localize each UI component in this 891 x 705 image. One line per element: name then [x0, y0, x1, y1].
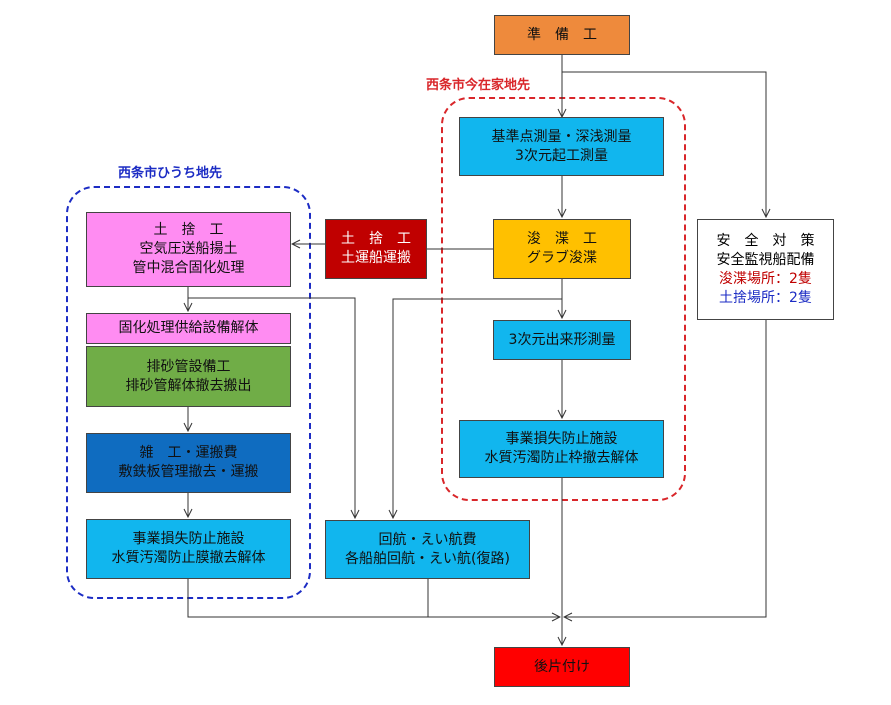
node-dosha-center: 土 捨 工土運船運搬	[325, 219, 427, 279]
node-junbiko: 準 備 工	[494, 15, 630, 55]
node-anzen-line: 土捨場所：2隻	[719, 289, 812, 306]
region-hiuchi-label: 西条市ひうち地先	[118, 166, 223, 181]
node-koka-kyokyu-line: 固化処理供給設備解体	[118, 320, 259, 336]
node-haisa: 排砂管設備工排砂管解体撤去搬出	[86, 346, 291, 407]
node-dosha-left-line: 管中混合固化処理	[132, 260, 245, 276]
node-kijunten: 基準点測量・深浅測量 3次元起工測量	[459, 117, 664, 176]
node-kijunten-line: 3次元起工測量	[515, 147, 608, 164]
node-jigyo-left-line: 事業損失防止施設	[132, 531, 245, 547]
edge-shunsetsu-kaiko	[393, 298, 562, 518]
edge-junbiko-anzen	[562, 71, 766, 217]
node-anzen-line: 安 全 対 策	[716, 232, 815, 249]
node-haisa-line: 排砂管解体撤去搬出	[125, 377, 252, 394]
region-imazaike-label: 西条市今在家地先	[426, 78, 531, 93]
node-shunsetsu-line: 浚 渫 工	[527, 231, 597, 247]
node-atokatazuke-line: 後片付け	[534, 658, 590, 675]
edge-jigyo-left-atokatazuke	[187, 579, 560, 617]
node-kaiko: 回航・えい航費各船舶回航・えい航(復路)	[325, 520, 530, 579]
node-anzen-line: 安全監視船配備	[716, 251, 815, 268]
node-dosha-left: 土 捨 工空気圧送船揚土管中混合固化処理	[86, 212, 291, 287]
node-dekigata: 3次元出来形測量	[493, 320, 631, 360]
node-anzen: 安 全 対 策安全監視船配備浚渫場所：2隻土捨場所：2隻	[697, 219, 834, 320]
node-shunsetsu-line: グラブ浚渫	[527, 250, 597, 266]
edge-dosha-left-kaiko	[188, 297, 355, 518]
node-jigyo-right: 事業損失防止施設水質汚濁防止枠撤去解体	[459, 420, 664, 478]
node-dosha-left-line: 土 捨 工	[153, 222, 224, 238]
node-junbiko-line: 準 備 工	[527, 26, 597, 43]
node-koka-kyokyu: 固化処理供給設備解体	[86, 313, 291, 344]
node-anzen-line: 浚渫場所：2隻	[719, 270, 812, 287]
node-jigyo-right-line: 水質汚濁防止枠撤去解体	[484, 450, 639, 466]
node-dekigata-line: 3次元出来形測量	[508, 331, 616, 348]
node-zakko: 雑 工・運搬費敷鉄板管理撤去・運搬	[86, 433, 291, 493]
node-dosha-center-line: 土 捨 工	[341, 231, 411, 247]
node-kaiko-line: 各船舶回航・えい航(復路)	[345, 550, 510, 567]
node-zakko-line: 敷鉄板管理撤去・運搬	[118, 464, 259, 480]
node-jigyo-right-line: 事業損失防止施設	[505, 431, 618, 447]
node-haisa-line: 排砂管設備工	[146, 358, 231, 375]
node-dosha-center-line: 土運船運搬	[341, 250, 411, 266]
node-jigyo-left-line: 水質汚濁防止膜撤去解体	[111, 550, 266, 566]
node-kijunten-line: 基準点測量・深浅測量	[491, 128, 632, 145]
node-jigyo-left: 事業損失防止施設水質汚濁防止膜撤去解体	[86, 519, 291, 579]
node-kaiko-line: 回航・えい航費	[378, 531, 477, 548]
node-atokatazuke: 後片付け	[494, 647, 630, 687]
node-shunsetsu: 浚 渫 工グラブ浚渫	[493, 219, 631, 279]
edge-anzen-atokatazuke	[564, 320, 767, 617]
node-zakko-line: 雑 工・運搬費	[139, 445, 238, 461]
node-dosha-left-line: 空気圧送船揚土	[139, 241, 238, 257]
